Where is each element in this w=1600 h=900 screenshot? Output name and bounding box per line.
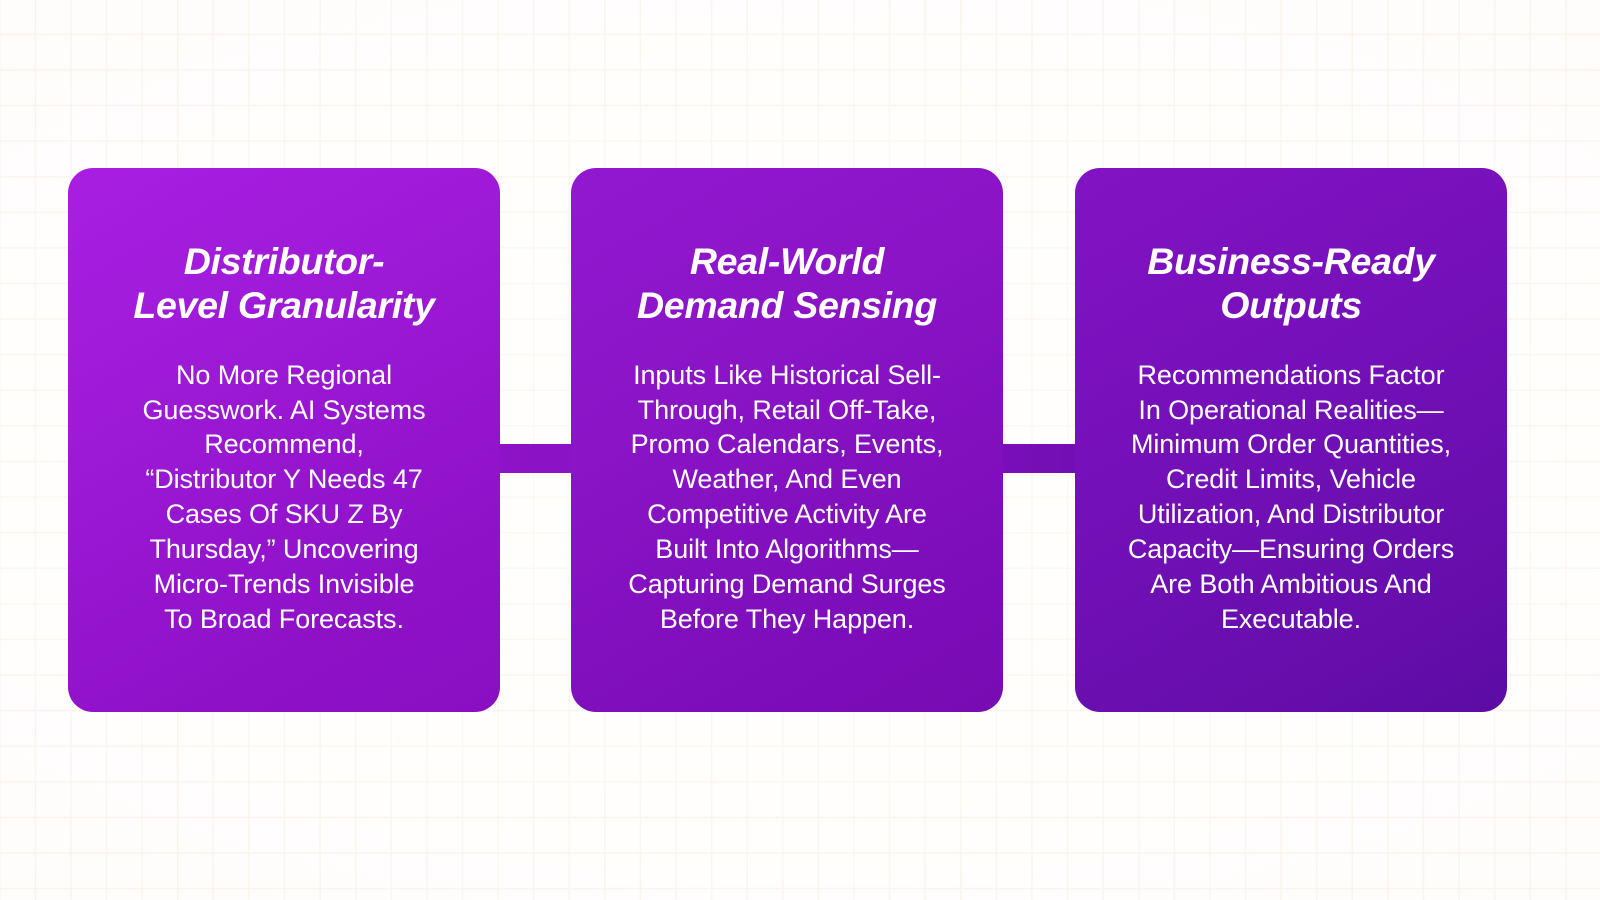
feature-card-body: Recommendations Factor In Operational Re… bbox=[1127, 359, 1455, 634]
feature-card-real-world-demand-sensing[interactable]: Real-World Demand Sensing Inputs Like Hi… bbox=[571, 168, 1003, 712]
feature-card-title: Distributor- Level Granularity bbox=[133, 240, 435, 326]
feature-card-distributor-level-granularity[interactable]: Distributor- Level Granularity No More R… bbox=[68, 168, 500, 712]
feature-card-title: Business-Ready Outputs bbox=[1147, 240, 1435, 326]
feature-card-body: No More Regional Guesswork. AI Systems R… bbox=[142, 359, 426, 634]
feature-card-title: Real-World Demand Sensing bbox=[636, 240, 938, 326]
feature-card-body: Inputs Like Historical Sell- Through, Re… bbox=[628, 359, 946, 634]
feature-card-business-ready-outputs[interactable]: Business-Ready Outputs Recommendations F… bbox=[1075, 168, 1507, 712]
